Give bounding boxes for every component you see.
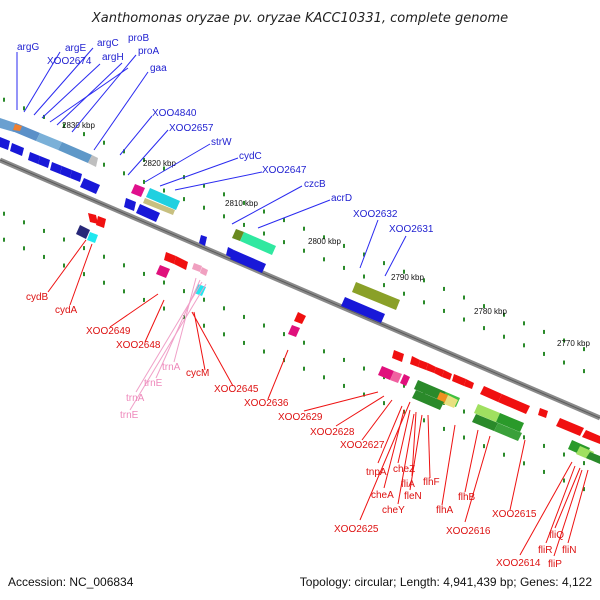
scale-label: 2810 kbp bbox=[225, 199, 258, 208]
gene-label: proA bbox=[138, 46, 159, 57]
gene-label: XOO4840 bbox=[152, 108, 197, 119]
gene-label: XOO2631 bbox=[389, 224, 434, 235]
scale-label: 2820 kbp bbox=[143, 159, 176, 168]
gene-label: cheZ bbox=[393, 464, 415, 475]
trna-leader-lines bbox=[129, 277, 207, 411]
gene-label: argE bbox=[65, 43, 86, 54]
gene-label: cheY bbox=[382, 505, 405, 516]
gene-label: argH bbox=[102, 52, 124, 63]
gene-label: cydB bbox=[26, 292, 49, 303]
gene-label: flhA bbox=[436, 505, 454, 516]
gene-label: fliA bbox=[401, 479, 415, 490]
trna-label: trnA bbox=[126, 393, 145, 404]
map-title: Xanthomonas oryzae pv. oryzae KACC10331,… bbox=[91, 11, 508, 26]
lower-leader-lines bbox=[47, 239, 589, 557]
scale-labels: 2830 kbp 2820 kbp 2810 kbp 2800 kbp 2790… bbox=[62, 121, 590, 348]
gene-label: tnpA bbox=[366, 467, 387, 478]
gene-label: XOO2674 bbox=[47, 56, 92, 67]
scale-label: 2830 kbp bbox=[62, 121, 95, 130]
gene-label: cheA bbox=[371, 490, 394, 501]
gene-label: XOO2625 bbox=[334, 524, 379, 535]
gene-label: proB bbox=[128, 33, 149, 44]
gene-label: XOO2629 bbox=[278, 412, 323, 423]
gene-label: XOO2649 bbox=[86, 326, 131, 337]
upper-gene-labels: argG argE argC proB XOO2674 argH proA ga… bbox=[17, 33, 434, 235]
gene-label: XOO2615 bbox=[492, 509, 537, 520]
gene-label: cydA bbox=[55, 305, 78, 316]
genome-backbone bbox=[0, 157, 600, 421]
gene-label: XOO2627 bbox=[340, 440, 385, 451]
gene-label: XOO2636 bbox=[244, 398, 289, 409]
trna-label: trnE bbox=[120, 410, 139, 421]
gene-label: fleN bbox=[404, 491, 422, 502]
gene-label: argC bbox=[97, 38, 119, 49]
scale-label: 2800 kbp bbox=[308, 237, 341, 246]
gene-label: strW bbox=[211, 137, 232, 148]
gene-label: cydC bbox=[239, 151, 262, 162]
gene-label: XOO2657 bbox=[169, 123, 214, 134]
gene-label: fliQ bbox=[549, 530, 564, 541]
trna-label: trnE bbox=[144, 378, 163, 389]
gene-label: gaa bbox=[150, 63, 167, 74]
gene-label: fliN bbox=[562, 545, 576, 556]
trna-label: trnA bbox=[162, 362, 181, 373]
lower-gene-labels: cydB cydA XOO2649 XOO2648 trnA trnE trnA… bbox=[26, 292, 576, 570]
gene-label: XOO2628 bbox=[310, 427, 355, 438]
gene-label: XOO2616 bbox=[446, 526, 491, 537]
gene-label: XOO2648 bbox=[116, 340, 161, 351]
gene-label: acrD bbox=[331, 193, 352, 204]
scale-label: 2780 kbp bbox=[474, 307, 507, 316]
accession-text: Accession: NC_006834 bbox=[8, 575, 134, 589]
gene-label: XOO2614 bbox=[496, 558, 541, 569]
topology-text: Topology: circular; Length: 4,941,439 bp… bbox=[300, 575, 593, 589]
scale-label: 2790 kbp bbox=[391, 273, 424, 282]
gene-label: fliP bbox=[548, 559, 562, 570]
gene-label: flhB bbox=[458, 492, 476, 503]
gene-label: XOO2647 bbox=[262, 165, 307, 176]
gene-label: XOO2632 bbox=[353, 209, 398, 220]
scale-label: 2770 kbp bbox=[557, 339, 590, 348]
gene-label: XOO2645 bbox=[214, 384, 259, 395]
gene-label: czcB bbox=[304, 179, 326, 190]
gene-label: flhF bbox=[423, 477, 440, 488]
gene-label: argG bbox=[17, 42, 39, 53]
upper-leader-lines bbox=[16, 47, 407, 277]
gene-label: cycM bbox=[186, 368, 209, 379]
upper-features bbox=[0, 118, 400, 323]
gene-label: fliR bbox=[538, 545, 552, 556]
